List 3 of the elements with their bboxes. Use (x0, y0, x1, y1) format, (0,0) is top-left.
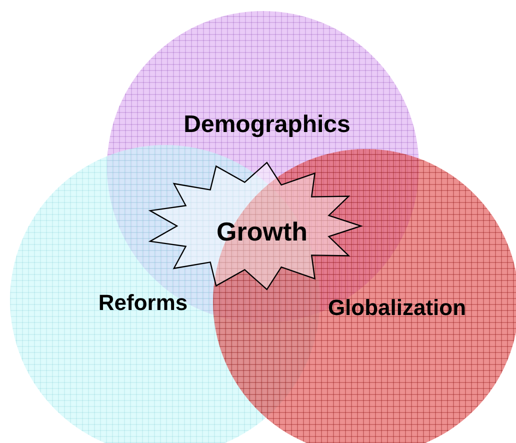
circle-label: Reforms (98, 290, 188, 316)
circle-label: Globalization (328, 295, 466, 321)
circle-label: Demographics (184, 111, 350, 139)
